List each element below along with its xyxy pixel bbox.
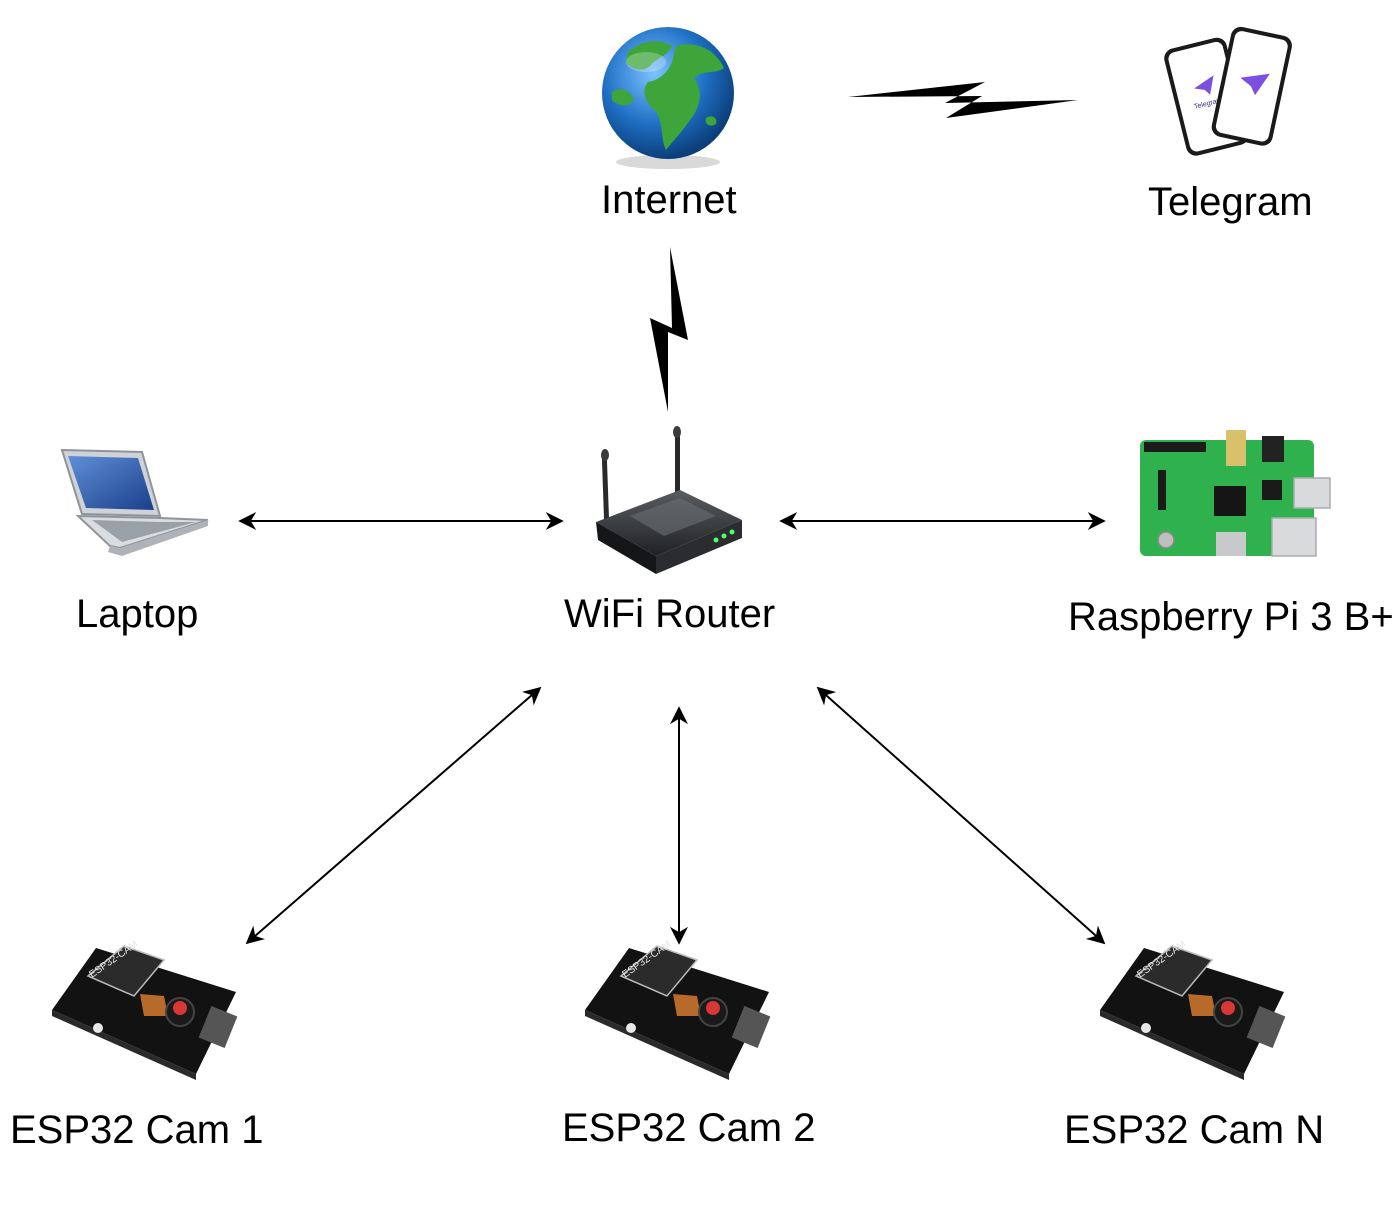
cam1-label: ESP32 Cam 1 (10, 1108, 264, 1152)
router-label: WiFi Router (564, 592, 776, 636)
laptop-icon (60, 448, 209, 556)
camera-module-icon: ESP32-CAM (52, 939, 238, 1080)
telegram-label: Telegram (1148, 180, 1313, 224)
link-router-cam1 (245, 686, 542, 945)
globe-icon (602, 27, 734, 169)
link-router-camN (816, 686, 1106, 945)
camN-label: ESP32 Cam N (1064, 1108, 1325, 1152)
raspberry-label: Raspberry Pi 3 B+ (1068, 595, 1394, 639)
wireless-link-internet-telegram (848, 82, 1078, 118)
smartphones-icon: Telegram (1164, 26, 1292, 156)
connections (238, 82, 1106, 945)
camera-module-icon: ESP32-CAM (585, 939, 771, 1080)
camera-module-icon: ESP32-CAM (1100, 939, 1286, 1080)
circuit-board-icon (1140, 430, 1331, 557)
cam2-label: ESP32 Cam 2 (562, 1106, 816, 1150)
router-icon (596, 426, 742, 574)
wireless-link-internet-router (650, 247, 688, 412)
laptop-label: Laptop (76, 592, 199, 636)
internet-label: Internet (601, 178, 737, 222)
